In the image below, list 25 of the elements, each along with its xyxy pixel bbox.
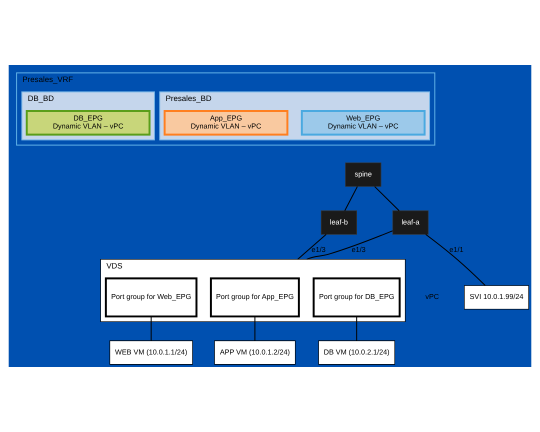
connector bbox=[306, 230, 394, 260]
connector bbox=[374, 186, 400, 212]
node-box: Port group for Web_EPG bbox=[104, 277, 198, 318]
node-box: leaf-b bbox=[320, 210, 357, 235]
node-box: App_EPG Dynamic VLAN – vPC bbox=[164, 110, 288, 136]
node-box: APP VM (10.0.1.2/24) bbox=[214, 340, 296, 365]
connector bbox=[425, 234, 486, 286]
connector bbox=[297, 234, 327, 260]
node-box: WEB VM (10.0.1.1/24) bbox=[109, 340, 193, 365]
node-box: DB VM (10.0.2.1/24) bbox=[318, 340, 396, 365]
node-box: SVI 10.0.1.99/24 bbox=[464, 285, 529, 310]
node-box: spine bbox=[345, 162, 382, 187]
connector bbox=[254, 316, 256, 342]
label: vPC bbox=[425, 292, 439, 302]
edge-label: e1/3 bbox=[312, 244, 326, 254]
connector bbox=[344, 186, 358, 212]
edge-label: e1/1 bbox=[449, 244, 464, 254]
edge-label: e1/3 bbox=[352, 244, 366, 254]
node-box: DB_EPG Dynamic VLAN – vPC bbox=[26, 110, 151, 136]
node-box: Web_EPG Dynamic VLAN – vPC bbox=[300, 110, 426, 136]
connector bbox=[356, 316, 358, 342]
node-box: Port group for DB_EPG bbox=[312, 277, 401, 318]
node-box: leaf-a bbox=[392, 210, 429, 235]
connector bbox=[150, 316, 152, 342]
node-box: Port group for App_EPG bbox=[210, 277, 300, 318]
